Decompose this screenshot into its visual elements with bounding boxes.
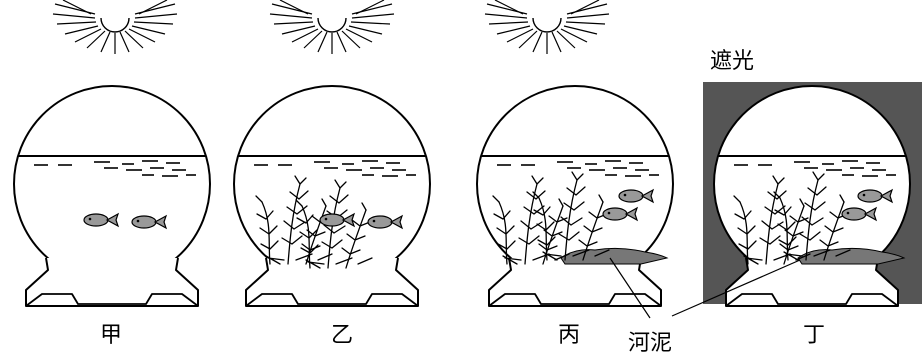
sun-icon-bing bbox=[485, 0, 609, 54]
label-bing: 丙 bbox=[558, 323, 580, 348]
river-mud bbox=[561, 248, 667, 264]
sun-icons bbox=[53, 0, 609, 54]
bowl-yi bbox=[234, 86, 430, 306]
bowl-bing bbox=[477, 86, 673, 306]
bowl-ding bbox=[714, 86, 910, 306]
label-mud: 河泥 bbox=[628, 331, 672, 356]
sun-icon-jia bbox=[53, 0, 177, 54]
sun-icon-yi bbox=[270, 0, 394, 54]
label-ding: 丁 bbox=[803, 323, 825, 348]
bowl-jia bbox=[14, 86, 210, 306]
label-shade: 遮光 bbox=[710, 49, 754, 74]
label-jia: 甲 bbox=[100, 323, 122, 348]
label-yi: 乙 bbox=[331, 323, 353, 348]
